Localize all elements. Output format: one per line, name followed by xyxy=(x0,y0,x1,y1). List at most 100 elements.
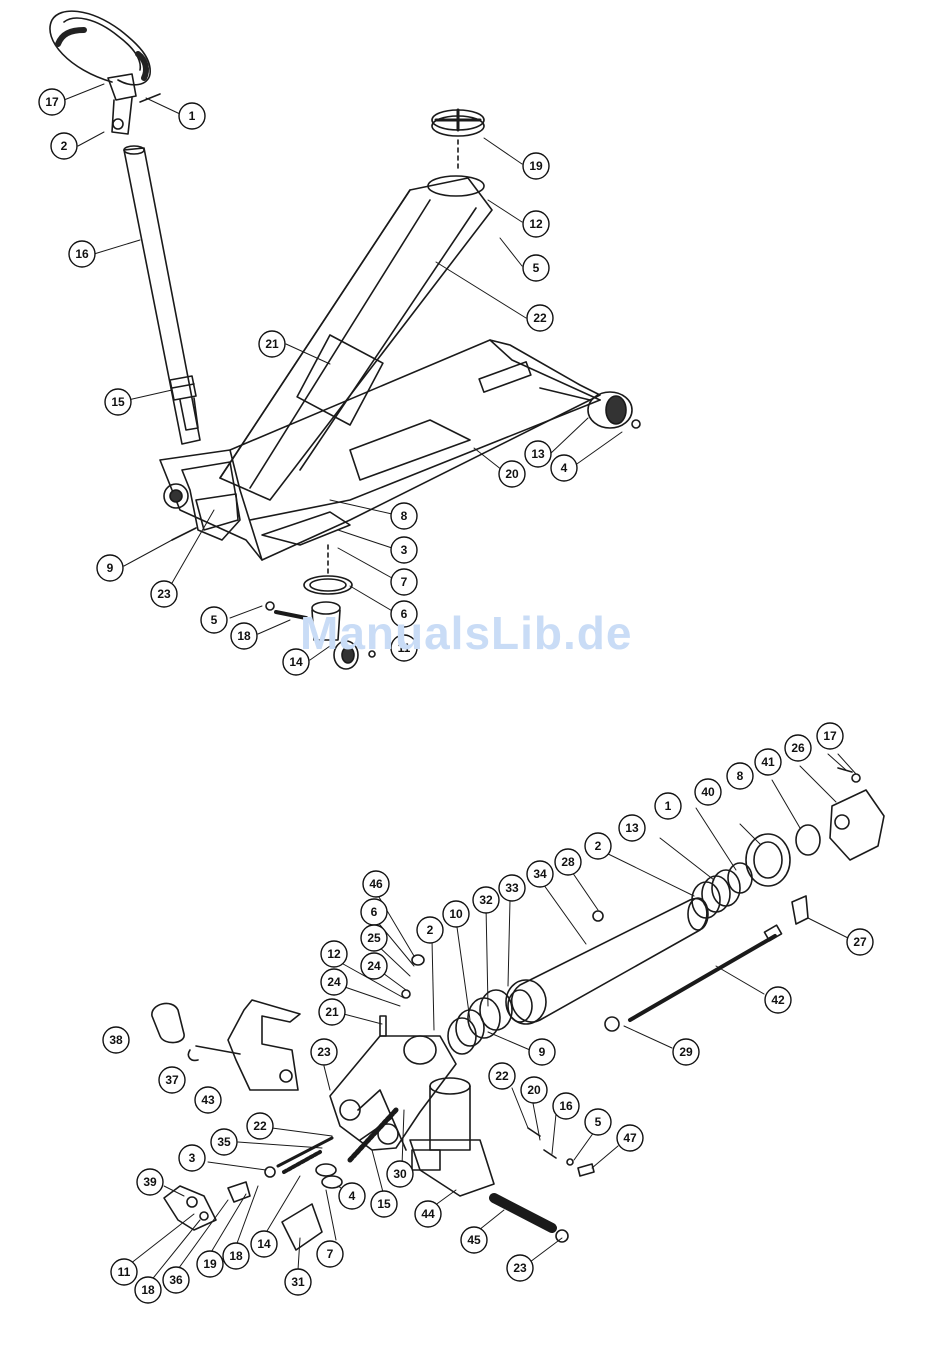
callout-p-27: 27 xyxy=(847,929,873,955)
axle-pin xyxy=(494,1198,568,1242)
callout-number: 10 xyxy=(449,907,463,921)
callout-j-1: 1 xyxy=(179,103,205,129)
callout-j-2: 2 xyxy=(51,133,77,159)
callout-number: 9 xyxy=(539,1045,546,1059)
callout-number: 3 xyxy=(189,1151,196,1165)
callout-number: 35 xyxy=(217,1135,231,1149)
callout-p-26: 26 xyxy=(785,735,811,761)
callout-number: 24 xyxy=(327,975,341,989)
callout-p-30: 30 xyxy=(387,1161,413,1187)
callout-p-38: 38 xyxy=(103,1027,129,1053)
callout-number: 4 xyxy=(561,461,568,475)
callout-p-14: 14 xyxy=(251,1231,277,1257)
callout-j-13: 13 xyxy=(525,441,551,467)
callout-p-41: 41 xyxy=(755,749,781,775)
callout-number: 19 xyxy=(203,1257,217,1271)
callout-number: 7 xyxy=(327,1247,334,1261)
callout-p-15: 15 xyxy=(371,1191,397,1217)
callout-j-9: 9 xyxy=(97,555,123,581)
callout-p-4: 4 xyxy=(339,1183,365,1209)
callout-p-17: 17 xyxy=(817,723,843,749)
callout-number: 23 xyxy=(513,1261,527,1275)
callout-number: 18 xyxy=(141,1283,155,1297)
front-wheel xyxy=(540,388,640,428)
reservoir-cylinder xyxy=(506,898,708,1024)
callout-number: 12 xyxy=(529,217,543,231)
callout-j-18: 18 xyxy=(231,623,257,649)
leader-lines xyxy=(64,84,856,1282)
callout-j-7: 7 xyxy=(391,569,417,595)
callout-number: 47 xyxy=(623,1131,637,1145)
pump-callouts: 1726418401132283433321024662524122421274… xyxy=(103,723,873,1303)
callout-j-8: 8 xyxy=(391,503,417,529)
callout-number: 22 xyxy=(253,1119,267,1133)
callout-p-22b: 22 xyxy=(247,1113,273,1139)
callout-number: 21 xyxy=(265,337,279,351)
callout-p-9: 9 xyxy=(529,1039,555,1065)
callout-number: 12 xyxy=(327,947,341,961)
seal-stack-right xyxy=(692,825,820,918)
callout-number: 11 xyxy=(398,641,411,655)
callout-number: 28 xyxy=(561,855,575,869)
callout-p-33: 33 xyxy=(499,875,525,901)
callout-number: 8 xyxy=(737,769,744,783)
callout-p-29: 29 xyxy=(673,1039,699,1065)
callout-number: 5 xyxy=(595,1115,602,1129)
callout-number: 20 xyxy=(527,1083,541,1097)
callout-j-15: 15 xyxy=(105,389,131,415)
callout-p-2b: 2 xyxy=(417,917,443,943)
callout-number: 11 xyxy=(118,1265,131,1279)
callout-j-22: 22 xyxy=(527,305,553,331)
callout-p-18a: 18 xyxy=(135,1277,161,1303)
callout-p-24b: 24 xyxy=(321,969,347,995)
callout-p-12: 12 xyxy=(321,941,347,967)
callout-number: 19 xyxy=(529,159,543,173)
callout-p-31: 31 xyxy=(285,1269,311,1295)
callout-p-19: 19 xyxy=(197,1251,223,1277)
callout-p-3: 3 xyxy=(179,1145,205,1171)
end-block xyxy=(830,768,884,860)
callout-p-10: 10 xyxy=(443,901,469,927)
callout-number: 8 xyxy=(401,509,408,523)
callout-p-45: 45 xyxy=(461,1227,487,1253)
callout-number: 18 xyxy=(229,1249,243,1263)
callout-j-5a: 5 xyxy=(523,255,549,281)
callout-number: 16 xyxy=(559,1099,573,1113)
callout-number: 13 xyxy=(531,447,545,461)
callout-p-5: 5 xyxy=(585,1109,611,1135)
callout-number: 16 xyxy=(75,247,89,261)
callout-p-20: 20 xyxy=(521,1077,547,1103)
callout-p-6: 6 xyxy=(361,899,387,925)
callout-number: 17 xyxy=(45,95,59,109)
callout-number: 22 xyxy=(533,311,547,325)
callout-number: 25 xyxy=(367,931,381,945)
callout-number: 38 xyxy=(109,1033,123,1047)
callout-p-47: 47 xyxy=(617,1125,643,1151)
callout-number: 21 xyxy=(325,1005,339,1019)
callout-number: 22 xyxy=(495,1069,509,1083)
callout-number: 9 xyxy=(107,561,114,575)
callout-number: 6 xyxy=(371,905,378,919)
callout-j-23: 23 xyxy=(151,581,177,607)
swivel-caster xyxy=(266,545,375,669)
callout-number: 33 xyxy=(505,881,519,895)
callout-j-17: 17 xyxy=(39,89,65,115)
callout-p-34: 34 xyxy=(527,861,553,887)
callout-p-13: 13 xyxy=(619,815,645,841)
callout-p-22a: 22 xyxy=(489,1063,515,1089)
callout-p-37: 37 xyxy=(159,1067,185,1093)
callout-number: 15 xyxy=(377,1197,391,1211)
callout-p-42: 42 xyxy=(765,987,791,1013)
callout-p-1: 1 xyxy=(655,793,681,819)
callout-number: 23 xyxy=(317,1045,331,1059)
callout-p-21: 21 xyxy=(319,999,345,1025)
callout-j-16: 16 xyxy=(69,241,95,267)
callout-number: 24 xyxy=(367,959,381,973)
callout-number: 32 xyxy=(479,893,493,907)
callout-number: 1 xyxy=(189,109,196,123)
callout-number: 46 xyxy=(369,877,383,891)
handle-tube xyxy=(124,148,200,444)
callout-number: 30 xyxy=(393,1167,407,1181)
callout-number: 13 xyxy=(625,821,639,835)
callout-j-14: 14 xyxy=(283,649,309,675)
